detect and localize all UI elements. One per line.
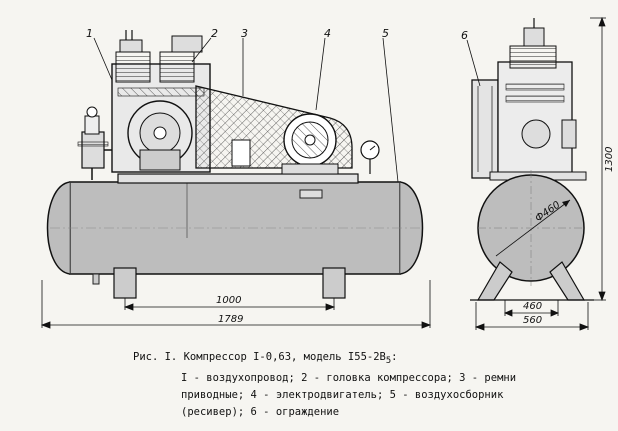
side-view: 1 2 3 4 5 1000 1789: [40, 27, 432, 329]
guard: [471, 79, 499, 179]
caption-title-end: :: [391, 351, 398, 363]
receiver-tank: [46, 181, 424, 285]
compressor-head: [111, 30, 211, 173]
callout-5: 5: [382, 27, 389, 40]
dim-support-spacing: 1000: [216, 295, 241, 306]
callout-2: 2: [211, 27, 218, 40]
compressor-end: [489, 18, 587, 181]
pressure-gauge: [360, 140, 380, 174]
callout-leader-6: [466, 39, 481, 87]
callout-4: 4: [324, 27, 331, 40]
caption-line-3: (ресивер); 6 - ограждение: [181, 406, 340, 419]
air-pipe: [77, 106, 119, 180]
end-legs: [470, 261, 594, 301]
caption-title-subscript: 5: [385, 356, 392, 367]
end-dimension-lines: [474, 16, 606, 331]
callout-1: 1: [86, 27, 93, 40]
mounting-frame: [117, 173, 359, 184]
caption-title-line: Рис. I. Компрессор I-0,63, модель I55-2В…: [133, 349, 603, 370]
caption-line-2: приводные; 4 - электродвигатель; 5 - воз…: [181, 389, 504, 402]
dim-base-width: 560: [523, 315, 542, 326]
end-view: Ф460 6: [461, 16, 615, 331]
caption-line-1: I - воздухопровод; 2 - головка компрессо…: [181, 372, 517, 385]
dim-overall-length: 1789: [218, 314, 243, 325]
tank-end: [477, 170, 585, 286]
dimension-lines: [40, 280, 432, 329]
dim-overall-height: 1300: [604, 147, 615, 172]
figure-caption: Рис. I. Компрессор I-0,63, модель I55-2В…: [133, 349, 603, 421]
dim-feet-spacing: 460: [523, 301, 542, 312]
callout-3: 3: [241, 27, 248, 40]
callout-6: 6: [461, 29, 468, 42]
callout-leaders: [93, 37, 399, 183]
electric-motor: [281, 113, 339, 175]
caption-title: Рис. I. Компрессор I-0,63, модель I55-2В: [133, 351, 386, 363]
